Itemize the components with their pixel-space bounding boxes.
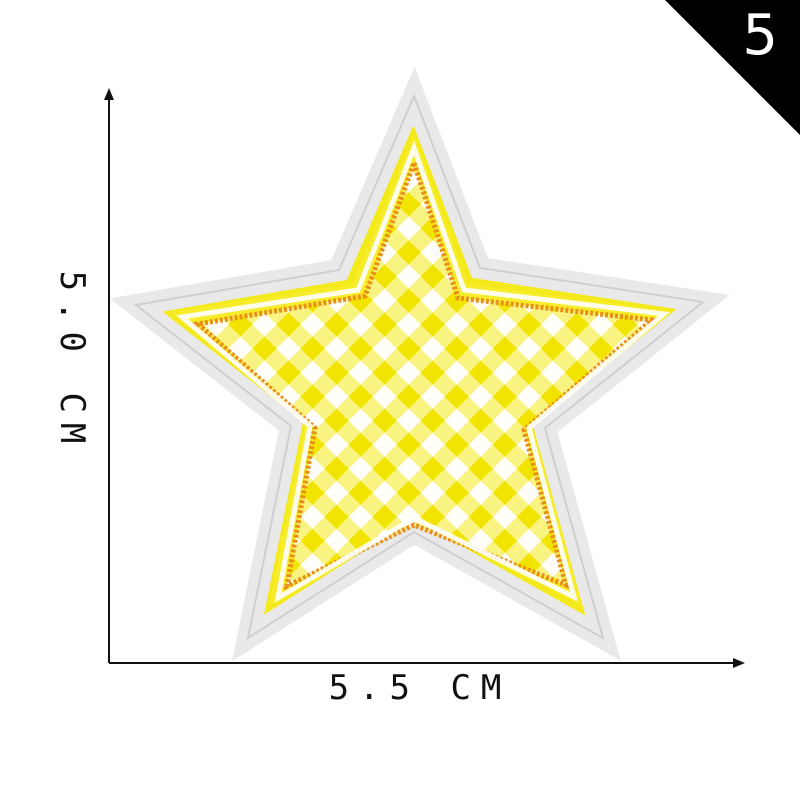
height-dimension-label: 5.0 CM [52,270,92,454]
star-patch [109,66,730,662]
corner-number-badge: 5 [742,3,778,68]
width-dimension-label: 5.5 CM [328,668,512,708]
corner-triangle [665,0,800,135]
gingham-fill [192,155,658,591]
width-axis [109,658,745,668]
height-axis [104,88,114,663]
